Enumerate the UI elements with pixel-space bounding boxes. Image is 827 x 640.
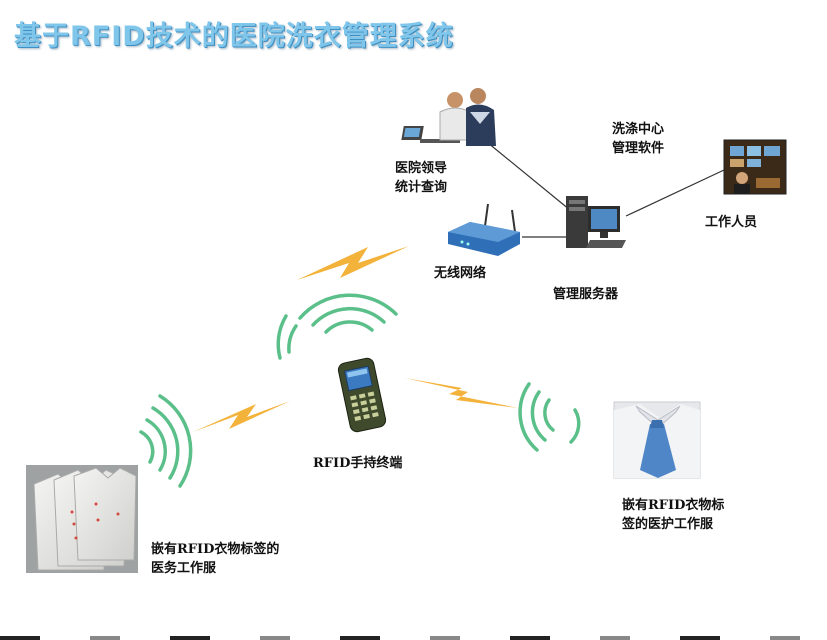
radio-waves-icon — [139, 293, 581, 488]
node-label-tagged-nurse-uniform: 嵌有RFID衣物标 签的医护工作服 — [622, 498, 725, 532]
waves-right-uniform — [518, 382, 581, 452]
signal-router — [297, 246, 409, 280]
page-title: 基于RFID技术的医院洗衣管理系统 — [14, 21, 454, 52]
lightning-signal-icon — [193, 246, 518, 432]
waves-left-uniform — [139, 394, 193, 488]
monitoring-room-icon — [723, 139, 787, 195]
node-label-tagged-staff-uniform: 嵌有RFID衣物标签的 医务工作服 — [151, 542, 280, 576]
signal-right — [405, 378, 518, 408]
bottom-strip — [0, 636, 827, 640]
nurse-uniform-icon — [613, 401, 701, 479]
line-server-worker — [625, 169, 725, 217]
wireless-router-icon — [448, 203, 520, 256]
node-label-worker: 工作人员 — [705, 215, 758, 230]
people-at-laptop-icon — [401, 88, 496, 146]
node-label-laundry-software: 洗涤中心 管理软件 — [612, 122, 665, 156]
line-leader-server — [481, 137, 571, 211]
stacked-uniforms-icon — [26, 465, 138, 573]
server-computer-icon — [566, 196, 626, 248]
node-label-wireless-network: 无线网络 — [434, 266, 487, 281]
signal-left — [193, 401, 290, 432]
waves-terminal-top — [276, 293, 398, 360]
node-label-rfid-terminal: RFID手持终端 — [313, 456, 403, 471]
node-label-management-server: 管理服务器 — [553, 287, 619, 302]
handheld-terminal-icon — [337, 357, 387, 433]
connection-lines — [481, 137, 725, 238]
node-label-hospital-leader: 医院领导 统计查询 — [395, 161, 448, 195]
